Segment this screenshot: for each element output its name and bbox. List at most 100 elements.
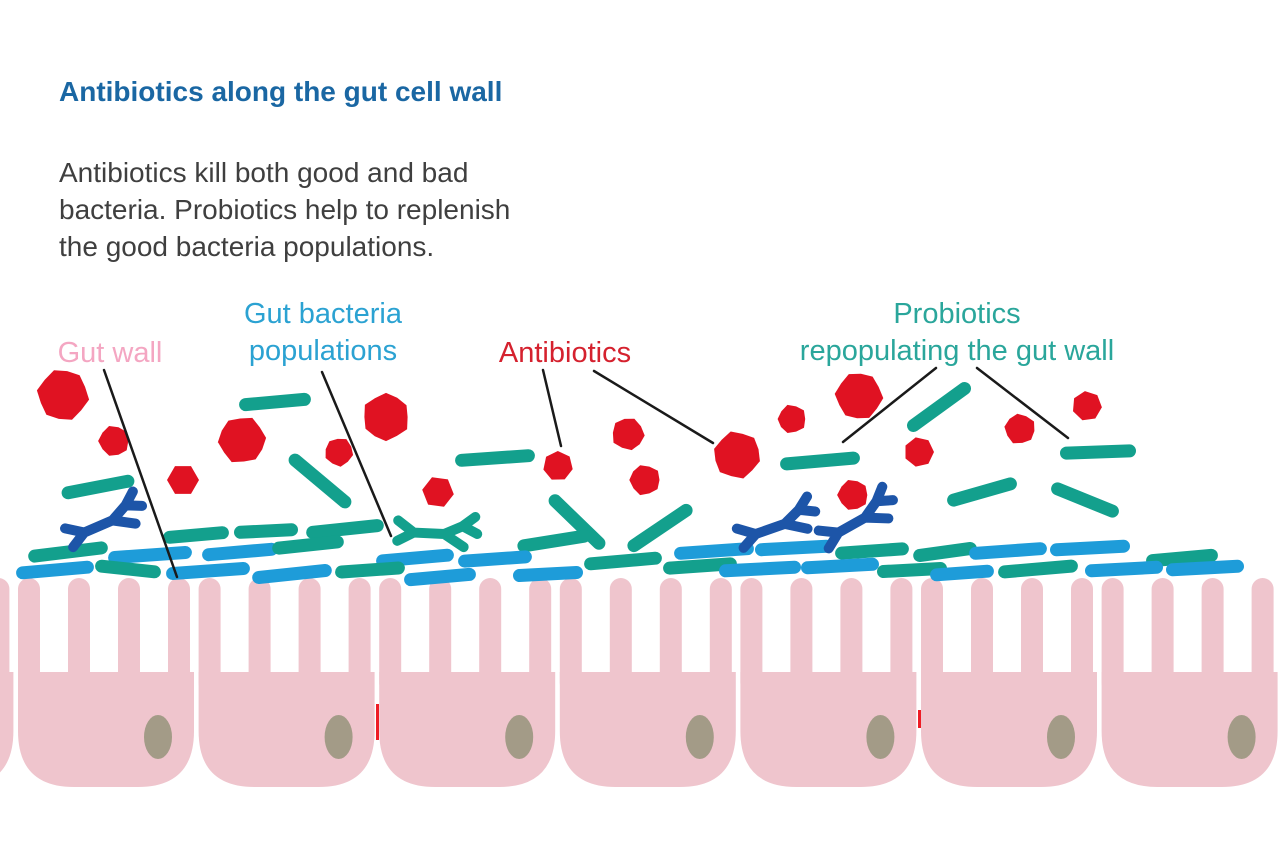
good-bacterium-rod <box>913 542 977 562</box>
antibiotic-molecule <box>612 418 645 451</box>
branched-bacterium <box>813 481 898 554</box>
gut-cell-villus-finger <box>168 578 190 694</box>
good-bacterium-rod <box>1051 482 1119 518</box>
antibiotic-molecule <box>167 466 199 494</box>
gut-cell-villus-finger <box>971 578 993 694</box>
antibiotic-molecule <box>629 465 660 496</box>
good-bacterium-rod <box>877 562 947 578</box>
antibiotic-molecule <box>98 426 129 456</box>
gut-cell-villus-finger <box>1151 578 1174 694</box>
branched-bacterium <box>60 486 148 553</box>
good-bacterium-rod <box>835 542 909 560</box>
gut-cell-villus-finger <box>198 578 221 694</box>
gut-bacterium-rod <box>166 562 250 580</box>
antibiotic-molecule <box>543 451 573 480</box>
antibiotic-molecule <box>364 392 408 442</box>
gut-bacterium-rod <box>202 542 278 562</box>
gut-bacterium-rod <box>513 566 583 582</box>
leader-line <box>841 366 938 444</box>
gut-bacteria-populations-label: Gut bacteria populations <box>244 298 402 367</box>
gut-cell-villus-finger <box>479 578 502 694</box>
gut-cell-villus-finger <box>429 578 452 694</box>
gut-cell-villus-finger <box>1071 578 1093 694</box>
gut-cell-body <box>740 672 917 787</box>
gut-bacterium-rod <box>930 564 994 582</box>
good-bacterium-rod <box>272 535 344 555</box>
gut-cell-villus-finger <box>0 578 10 694</box>
good-bacterium-rod <box>239 392 311 412</box>
antibiotic-molecule <box>1004 413 1035 444</box>
gut-cell-nucleus <box>685 715 714 759</box>
gut-cell-villus-finger <box>348 578 371 694</box>
gut-bacterium-rod <box>755 539 833 557</box>
gut-cell-villus-finger <box>740 578 763 694</box>
gut-cell-villus-finger <box>379 578 402 694</box>
gut-cell-nucleus <box>1227 715 1256 759</box>
gut-cell-villus-finger <box>890 578 913 694</box>
page-title: Antibiotics along the gut cell wall <box>59 75 503 107</box>
gut-cell-nucleus <box>866 715 895 759</box>
gut-cell-body <box>1101 672 1278 787</box>
antibiotic-molecule <box>905 437 934 467</box>
gut-cell-nucleus <box>1047 715 1075 759</box>
gut-bacterium-rod <box>16 560 94 580</box>
gut-bacterium-rod <box>674 542 754 560</box>
gut-bacterium-rod <box>1050 539 1130 557</box>
probiotics-label: Probiotics repopulating the gut wall <box>799 298 1115 367</box>
gut-cell-body <box>198 672 375 787</box>
good-bacterium-rod <box>780 451 860 471</box>
good-bacterium-rod <box>998 559 1078 579</box>
good-bacterium-rod <box>1060 444 1136 460</box>
antibiotic-molecule <box>1073 391 1102 421</box>
gut-cell-villus-finger <box>1101 578 1124 694</box>
good-bacterium-rod <box>28 541 108 563</box>
antibiotic-molecule <box>217 417 267 463</box>
good-bacterium-rod <box>234 523 298 539</box>
good-bacterium-rod <box>95 559 161 579</box>
gut-bacterium-rod <box>458 550 532 568</box>
gut-bacterium-rod <box>252 564 332 584</box>
good-bacterium-rod <box>335 561 405 579</box>
gut-bacterium-rod <box>719 560 801 578</box>
leader-line <box>102 368 179 579</box>
antibiotics-label: Antibiotics <box>498 337 632 369</box>
gut-cell-villus-finger <box>529 578 552 694</box>
gut-cell-villus-finger <box>118 578 140 694</box>
good-bacterium-rod <box>548 494 606 550</box>
good-bacterium-rod <box>288 453 352 509</box>
good-bacterium-rod <box>663 557 737 575</box>
good-bacterium-rod <box>517 529 591 553</box>
leader-line <box>541 368 563 448</box>
good-bacterium-rod <box>455 449 535 467</box>
gut-cell-body <box>559 672 736 787</box>
good-bacterium-rod <box>584 551 662 571</box>
gut-bacterium-rod <box>376 548 454 568</box>
good-bacterium-rod <box>61 474 135 500</box>
gut-cell-villus-finger <box>559 578 582 694</box>
good-bacterium-rod <box>163 526 229 544</box>
branched-bacterium <box>392 511 483 553</box>
good-bacterium-rod <box>306 519 384 539</box>
antibiotic-molecule <box>714 431 760 479</box>
gut-cell-villus-finger <box>709 578 732 694</box>
tight-junction-mark <box>918 710 921 728</box>
gut-bacterium-rod <box>1085 560 1163 578</box>
antibiotic-molecule <box>777 404 806 433</box>
gut-cell-villus-finger <box>68 578 90 694</box>
gut-cell-body <box>0 672 14 773</box>
good-bacterium-rod <box>907 382 971 432</box>
antibiotic-molecule <box>325 438 354 467</box>
gut-cell-villus-finger <box>1251 578 1274 694</box>
gut-cell-nucleus <box>324 715 353 759</box>
antibiotic-molecule <box>422 477 454 507</box>
antibiotic-molecule <box>36 370 90 420</box>
good-bacterium-rod <box>947 477 1017 507</box>
leader-line <box>975 366 1070 440</box>
gut-cell-villus-finger <box>790 578 813 694</box>
gut-bacterium-rod <box>404 567 476 587</box>
antibiotic-molecule <box>837 480 868 510</box>
gut-bacterium-rod <box>108 546 192 564</box>
gut-cell-villus-finger <box>18 578 40 694</box>
